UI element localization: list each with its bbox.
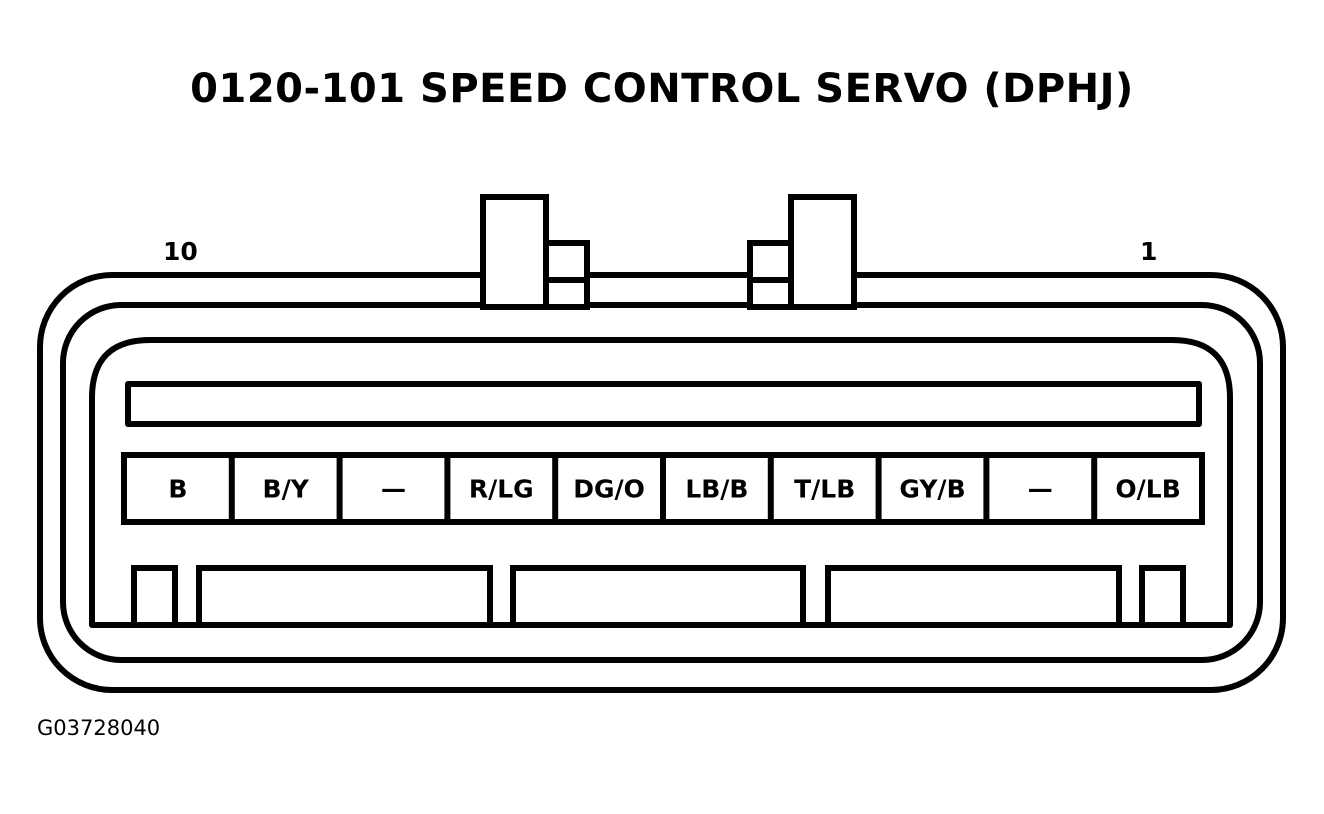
cavity-3-wire-color: GY/B xyxy=(899,475,965,504)
bottom-key-left xyxy=(131,565,178,628)
bottom-slot-2 xyxy=(510,565,806,628)
bottom-key-right xyxy=(1139,565,1186,628)
lock-tab-left xyxy=(480,194,549,310)
cavity-10-wire-color: B xyxy=(168,475,187,504)
cavity-7-wire-color: R/LG xyxy=(469,475,534,504)
cavity-5-wire-color: LB/B xyxy=(685,475,748,504)
cavity-2-wire-color: — xyxy=(1028,475,1053,504)
cavity-8-wire-color: — xyxy=(381,475,406,504)
cavity-4-wire-color: T/LB xyxy=(794,475,855,504)
figure-code: G03728040 xyxy=(37,716,161,740)
pin-label-1: 1 xyxy=(1140,237,1158,266)
connector-middle-shell xyxy=(60,302,1263,663)
bottom-slot-1 xyxy=(196,565,493,628)
cavity-9-wire-color: B/Y xyxy=(263,475,310,504)
cavity-6-wire-color: DG/O xyxy=(573,475,645,504)
lock-tab-left-step xyxy=(543,240,590,310)
lock-tab-right xyxy=(788,194,857,310)
pin-label-10: 10 xyxy=(163,237,198,266)
lock-tab-right-step xyxy=(747,240,794,310)
cavity-1-wire-color: O/LB xyxy=(1115,475,1180,504)
bottom-slot-3 xyxy=(825,565,1122,628)
connector-inner-face xyxy=(89,337,1233,628)
connector-outer-shell xyxy=(37,272,1286,693)
diagram-title: 0120-101 SPEED CONTROL SERVO (DPHJ) xyxy=(190,66,1134,112)
cavity-row: B B/Y — R/LG DG/O LB/B T/LB GY/B — O/LB xyxy=(121,452,1205,525)
top-slot xyxy=(125,381,1202,427)
